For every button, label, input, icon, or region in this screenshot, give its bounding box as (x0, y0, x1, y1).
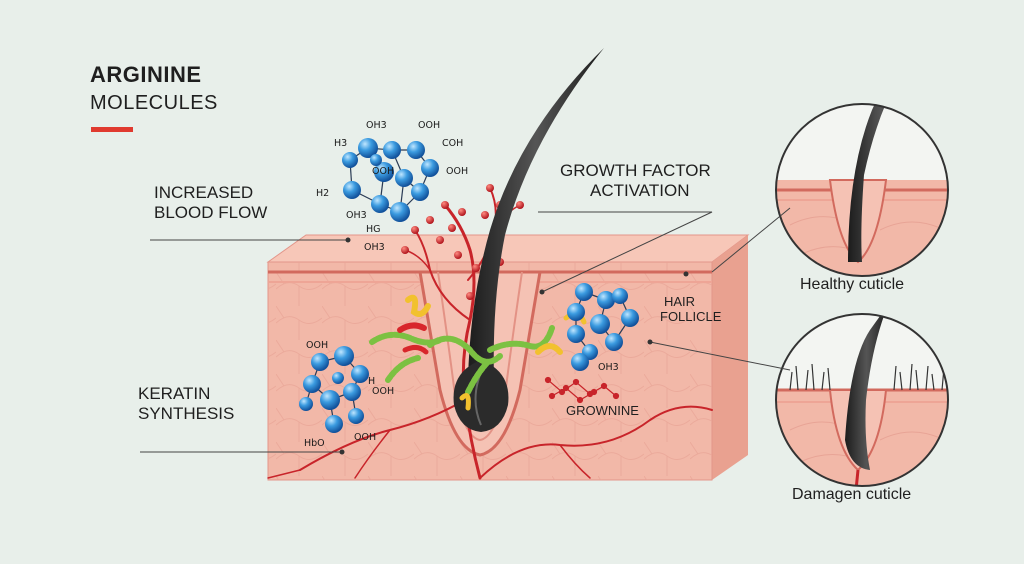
label-growth-factor-line-1: GROWTH FACTOR (560, 161, 711, 180)
label-growth-factor: GROWTH FACTOR ACTIVATION (560, 161, 711, 201)
chem-labels-right: OH3 (598, 362, 619, 373)
label-hair-follicle-line-2: FOLLICLE (660, 309, 722, 325)
title-accent-bar (91, 127, 133, 132)
label-keratin: KERATIN SYNTHESIS (138, 384, 234, 424)
protein-chains (369, 294, 587, 411)
label-keratin-line-2: SYNTHESIS (138, 404, 235, 424)
chem-labels-top: OH3 OOH H3 COH OOH OOH H2 OH3 HG OH3 (316, 120, 468, 253)
label-keratin-line-1: KERATIN (138, 384, 211, 403)
inset-damaged (775, 313, 949, 487)
chem-top-6: H2 (316, 188, 329, 199)
chem-top-4: OOH (372, 166, 394, 177)
grownine-network (544, 376, 620, 404)
label-grownine: GROWNINE (566, 403, 639, 418)
label-hair-follicle: HAIR FOLLICLE (660, 294, 721, 325)
chem-left-4: OOH (354, 432, 376, 443)
chem-top-8: HG (366, 224, 381, 235)
inset-healthy (775, 103, 949, 277)
chem-left-0: OOH (306, 340, 328, 351)
chem-top-9: OH3 (364, 242, 385, 253)
chem-top-5: OOH (446, 166, 468, 177)
title-line-1: ARGININE (90, 62, 202, 87)
chem-top-7: OH3 (346, 210, 367, 221)
chem-top-3: COH (442, 138, 463, 149)
leader-dots (339, 237, 689, 455)
label-blood-flow-line-2: BLOOD FLOW (154, 203, 268, 223)
chem-top-1: OOH (418, 120, 440, 131)
title-line-2: MOLECULES (90, 92, 218, 114)
molecule-right (567, 283, 639, 371)
chem-labels-left: OOH H OOH HbO OOH (304, 340, 394, 449)
chem-right-0: OH3 (598, 362, 619, 373)
label-healthy-cuticle: Healthy cuticle (800, 276, 905, 293)
blood-cells (401, 184, 524, 334)
chem-left-2: OOH (372, 386, 394, 397)
chem-top-2: H3 (334, 138, 347, 149)
label-damaged-cuticle: Damagen cuticle (792, 486, 912, 503)
label-blood-flow-line-1: INCREASED (154, 183, 254, 202)
molecule-left (299, 346, 369, 433)
label-hair-follicle-line-1: HAIR (664, 294, 696, 309)
molecule-top (342, 138, 439, 222)
label-growth-factor-line-2: ACTIVATION (590, 181, 690, 201)
leader-lines (140, 207, 791, 453)
chem-left-1: H (368, 376, 375, 387)
label-blood-flow: INCREASED BLOOD FLOW (154, 183, 267, 223)
chem-top-0: OH3 (366, 120, 387, 131)
chem-left-3: HbO (304, 438, 325, 449)
